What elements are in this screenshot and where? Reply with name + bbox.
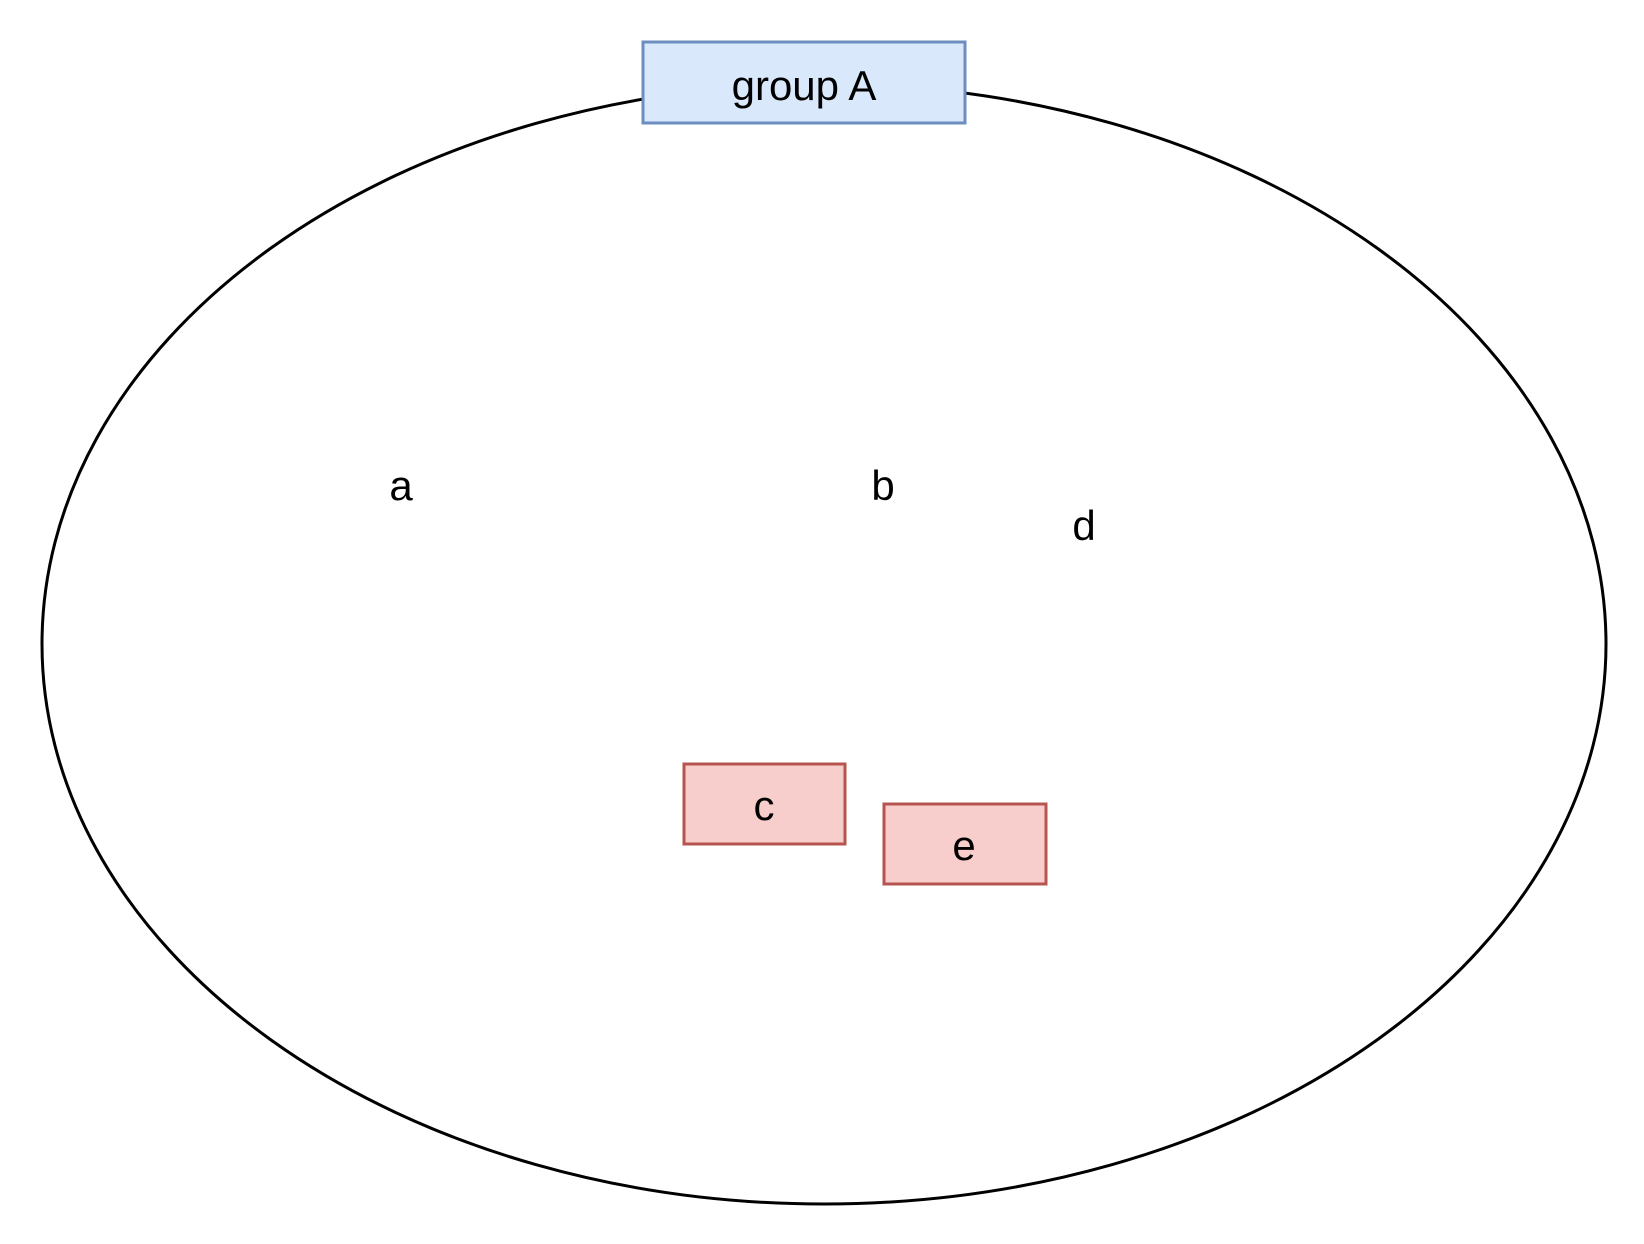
node-a-label[interactable]: a (389, 462, 413, 509)
node-e-box (882, 802, 1048, 886)
group-a-ellipse (40, 82, 1608, 1206)
node-c-label: c (754, 782, 775, 829)
node-e[interactable]: e (882, 802, 1048, 886)
node-b-label[interactable]: b (871, 462, 894, 509)
node-e-label: e (952, 822, 975, 869)
node-d-label[interactable]: d (1072, 502, 1095, 549)
group-a-header-box (641, 40, 967, 125)
group-a-header[interactable]: group A (641, 40, 967, 125)
node-c[interactable]: c (682, 762, 847, 846)
group-a-header-label: group A (732, 62, 877, 109)
node-c-box (682, 762, 847, 846)
